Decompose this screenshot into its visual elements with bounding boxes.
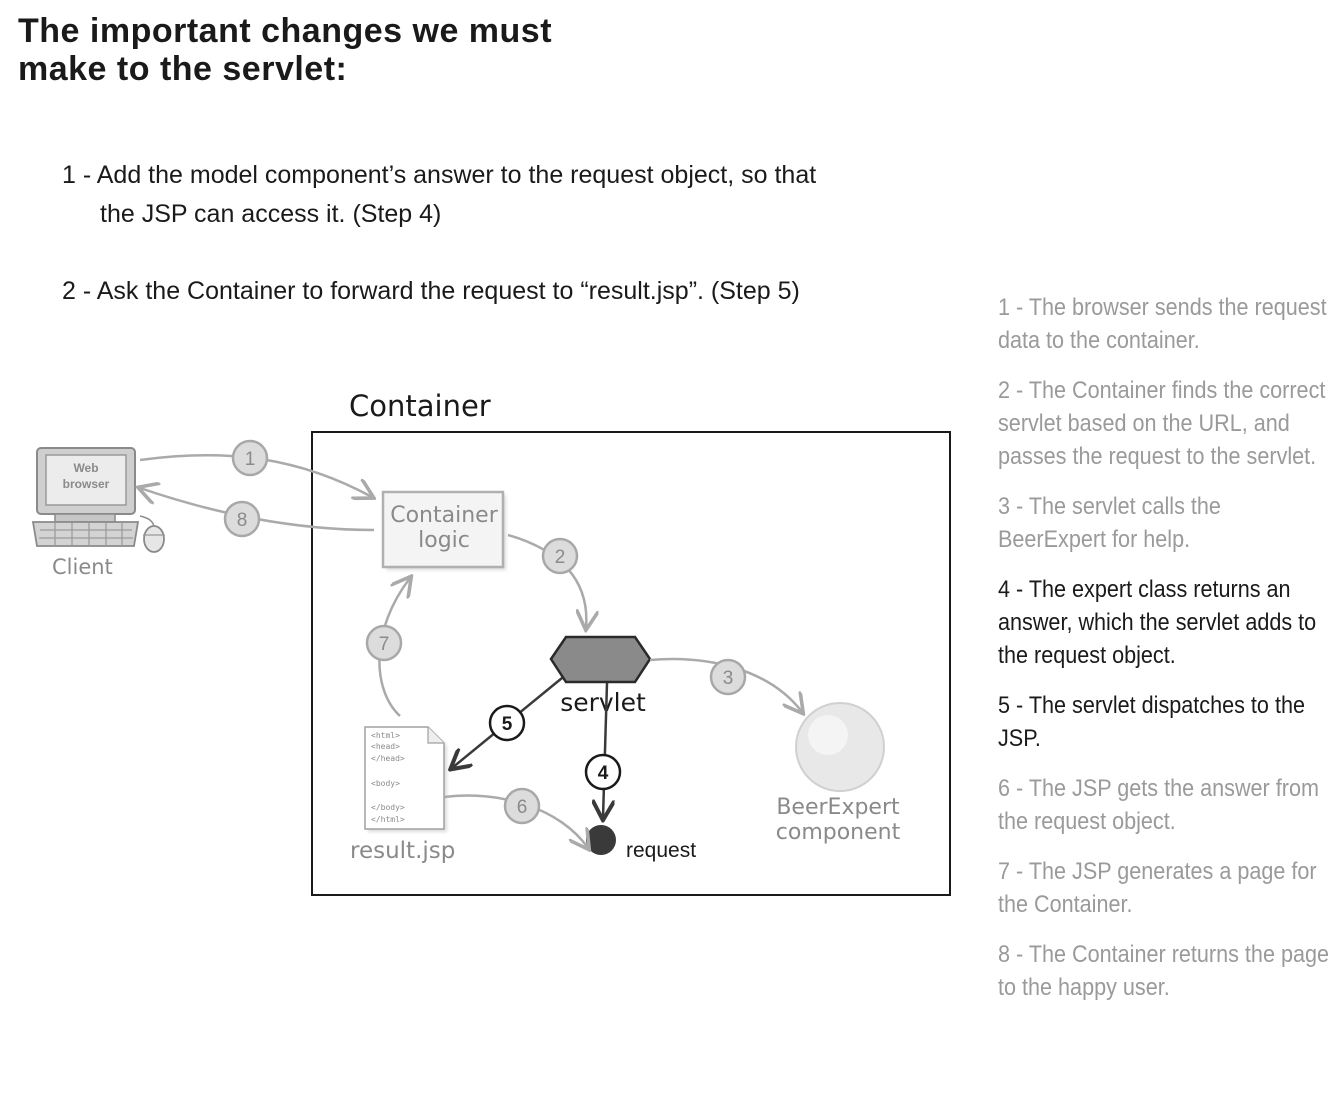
step-badge-8 xyxy=(223,500,261,538)
jsp-code-line-8: </html> xyxy=(371,815,405,824)
change-1-line-2: the JSP can access it. (Step 4) xyxy=(100,200,442,228)
step-badge-6 xyxy=(503,787,541,825)
step-item-4: 4 - The expert class returns an answer, … xyxy=(998,576,1317,669)
step-badge-5 xyxy=(488,704,526,742)
step-item-7: 7 - The JSP generates a page for the Con… xyxy=(998,858,1317,918)
beerexpert-label-line2: component xyxy=(776,820,901,845)
jsp-code-line-5: <body> xyxy=(371,779,400,788)
step-badge-1 xyxy=(231,439,269,477)
step-badge-7 xyxy=(365,624,403,662)
browser-label-line1: Web xyxy=(73,461,98,475)
change-item-2: 2 - Ask the Container to forward the req… xyxy=(62,272,922,311)
computer-icon: Web browser xyxy=(31,447,165,553)
step-badge-3-label: 3 xyxy=(723,668,734,689)
browser-label-line2: browser xyxy=(63,477,110,491)
request-object-dot xyxy=(586,825,616,855)
step-item-1: 1 - The browser sends the request data t… xyxy=(998,294,1327,354)
page-title: The important changes we must make to th… xyxy=(18,12,552,88)
step-badge-4-label: 4 xyxy=(598,763,609,784)
change-item-1: 1 - Add the model component’s answer to … xyxy=(62,156,922,234)
container-logic-box xyxy=(381,490,505,569)
jsp-code-line-3: </head> xyxy=(371,754,405,763)
arrow-step-4 xyxy=(603,682,607,818)
servlet-flow-diagram: Container Web browser Client Container l… xyxy=(31,389,951,896)
beerexpert-highlight xyxy=(808,715,848,755)
beerexpert-label-line1: BeerExpert xyxy=(776,795,900,820)
step-badge-2 xyxy=(541,537,579,575)
step-badge-5-label: 5 xyxy=(502,714,513,735)
jsp-page-icon: <html> <head> </head> <body> </body> </h… xyxy=(364,726,447,832)
change-2-line-1: 2 - Ask the Container to forward the req… xyxy=(62,277,800,305)
container-logic-label-line2: logic xyxy=(418,528,470,553)
servlet-label: servlet xyxy=(560,688,646,717)
jsp-code-line-7: </body> xyxy=(371,803,405,812)
step-badge-4 xyxy=(584,753,622,791)
step-badge-3 xyxy=(709,658,747,696)
step-badge-2-label: 2 xyxy=(555,547,566,568)
title-line-2: make to the servlet: xyxy=(18,50,348,88)
step-item-8: 8 - The Container returns the page to th… xyxy=(998,941,1330,1001)
container-label: Container xyxy=(349,389,491,423)
result-jsp-label: result.jsp xyxy=(350,838,455,864)
steps-list: 1 - The browser sends the request data t… xyxy=(998,291,1338,1021)
change-1-line-1: 1 - Add the model component’s answer to … xyxy=(62,161,817,189)
jsp-code-line-1: <html> xyxy=(371,731,400,740)
step-item-2: 2 - The Container finds the correct serv… xyxy=(998,377,1326,470)
step-item-5: 5 - The servlet dispatches to the JSP. xyxy=(998,692,1305,752)
container-box xyxy=(311,431,951,896)
client-label: Client xyxy=(52,555,113,579)
container-logic-label-line1: Container xyxy=(390,503,498,528)
step-item-6: 6 - The JSP gets the answer from the req… xyxy=(998,775,1319,835)
jsp-code-line-2: <head> xyxy=(371,742,400,751)
servlet-hexagon xyxy=(549,635,652,684)
step-badge-8-label: 8 xyxy=(237,510,248,531)
step-item-3: 3 - The servlet calls the BeerExpert for… xyxy=(998,493,1221,553)
title-line-1: The important changes we must xyxy=(18,12,553,50)
request-label: request xyxy=(626,839,696,862)
step-badge-7-label: 7 xyxy=(379,634,390,655)
step-badge-6-label: 6 xyxy=(517,797,528,818)
step-badge-1-label: 1 xyxy=(245,449,256,470)
